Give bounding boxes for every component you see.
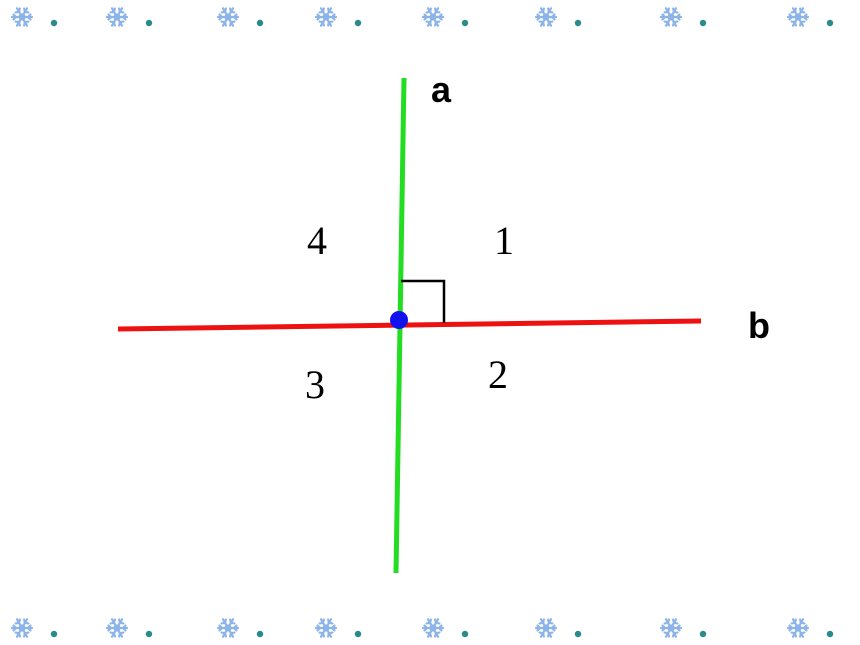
- border-dot: [145, 630, 153, 638]
- border-dot: [256, 630, 264, 638]
- snowflake-icon: [314, 7, 338, 27]
- line-a-label: a: [431, 69, 452, 110]
- border-dot: [699, 19, 707, 27]
- border-dot: [354, 630, 362, 638]
- line-b: [117, 318, 702, 332]
- snowflake-icon: [786, 618, 810, 638]
- border-dot: [145, 19, 153, 27]
- angle-2-label: 2: [488, 352, 508, 397]
- snowflake-icon: [216, 618, 240, 638]
- snowflake-border-top: [10, 7, 834, 27]
- border-dot: [50, 630, 58, 638]
- snowflake-icon: [659, 7, 683, 27]
- snowflake-icon: [10, 7, 34, 27]
- snowflake-icon: [105, 618, 129, 638]
- snowflake-border-bottom: [10, 618, 834, 638]
- border-dot: [354, 19, 362, 27]
- border-dot: [699, 630, 707, 638]
- angle-1-label: 1: [494, 218, 514, 263]
- border-dot: [50, 19, 58, 27]
- border-dot: [574, 630, 582, 638]
- line-b-label: b: [748, 305, 770, 346]
- border-dot: [574, 19, 582, 27]
- snowflake-icon: [659, 618, 683, 638]
- snowflake-icon: [786, 7, 810, 27]
- snowflake-icon: [216, 7, 240, 27]
- snowflake-icon: [421, 618, 445, 638]
- border-dot: [826, 630, 834, 638]
- right-angle-marker: [401, 279, 446, 323]
- intersection-point: [390, 311, 408, 329]
- snowflake-icon: [314, 618, 338, 638]
- snowflake-icon: [10, 618, 34, 638]
- border-dot: [461, 19, 469, 27]
- snowflake-icon: [534, 7, 558, 27]
- angle-4-label: 4: [307, 218, 327, 263]
- snowflake-icon: [534, 618, 558, 638]
- snowflake-icon: [105, 7, 129, 27]
- border-dot: [826, 19, 834, 27]
- border-dot: [256, 19, 264, 27]
- border-dot: [461, 630, 469, 638]
- angle-3-label: 3: [305, 362, 325, 407]
- snowflake-icon: [421, 7, 445, 27]
